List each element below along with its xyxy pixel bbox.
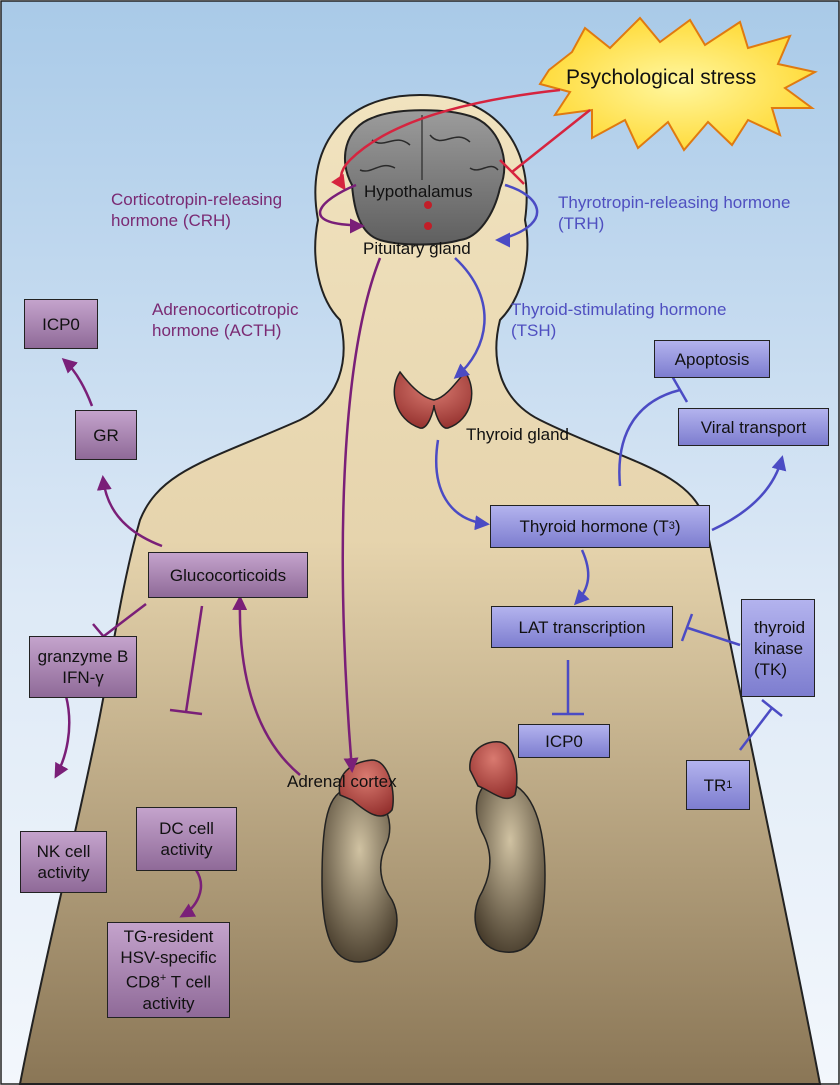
tr1-subscript: 1 <box>726 775 732 796</box>
nk-line1: NK cell <box>37 841 91 862</box>
icp0-box-gr: ICP0 <box>24 299 98 349</box>
tk-line3: (TK) <box>754 659 787 680</box>
stress-label: Psychological stress <box>566 66 756 90</box>
pituitary-gland-label: Pituitary gland <box>363 238 471 259</box>
glucocorticoids-box: Glucocorticoids <box>148 552 308 598</box>
crh-label-line2: hormone (CRH) <box>111 210 282 231</box>
thyroid-kinase-box: thyroid kinase (TK) <box>741 599 815 697</box>
nk-cell-activity-box: NK cell activity <box>20 831 107 893</box>
hypothalamus-label: Hypothalamus <box>364 181 473 202</box>
acth-label-line1: Adrenocorticotropic <box>152 299 298 320</box>
tg-resident-box: TG-resident HSV-specific CD8+ T cell act… <box>107 922 230 1018</box>
tg-line2: HSV-specific <box>120 947 216 968</box>
crh-label: Corticotropin-releasing hormone (CRH) <box>111 189 282 231</box>
lat-transcription-box: LAT transcription <box>491 606 673 648</box>
icp0-box-lat: ICP0 <box>518 724 610 758</box>
thyroid-gland-label: Thyroid gland <box>466 424 569 445</box>
trh-label-line2: (TRH) <box>558 213 790 234</box>
trh-label: Thyrotropin-releasing hormone (TRH) <box>558 192 790 234</box>
tk-line1: thyroid <box>754 617 805 638</box>
ifn-gamma-label: IFN-γ <box>62 667 104 688</box>
granzyme-box: granzyme B IFN-γ <box>29 636 137 698</box>
dc-cell-activity-box: DC cell activity <box>136 807 237 871</box>
tr1-label: TR <box>704 775 727 796</box>
dc-line2: activity <box>161 839 213 860</box>
acth-label: Adrenocorticotropic hormone (ACTH) <box>152 299 298 341</box>
trh-label-line1: Thyrotropin-releasing hormone <box>558 192 790 213</box>
adrenal-cortex-label: Adrenal cortex <box>287 771 397 792</box>
tk-line2: kinase <box>754 638 803 659</box>
viral-transport-box: Viral transport <box>678 408 829 446</box>
crh-label-line1: Corticotropin-releasing <box>111 189 282 210</box>
t-cell-label: T cell <box>166 973 211 992</box>
tg-line4: activity <box>143 993 195 1014</box>
apoptosis-box: Apoptosis <box>654 340 770 378</box>
nk-line2: activity <box>38 862 90 883</box>
dc-line1: DC cell <box>159 818 214 839</box>
tsh-label-line2: (TSH) <box>511 320 726 341</box>
granzyme-label: granzyme B <box>38 646 129 667</box>
tsh-label: Thyroid-stimulating hormone (TSH) <box>511 299 726 341</box>
gr-box: GR <box>75 410 137 460</box>
tg-line1: TG-resident <box>124 926 214 947</box>
thyroid-hormone-close: ) <box>675 516 681 537</box>
tsh-label-line1: Thyroid-stimulating hormone <box>511 299 726 320</box>
acth-label-line2: hormone (ACTH) <box>152 320 298 341</box>
tg-line3: CD8+ T cell <box>126 968 211 993</box>
thyroid-hormone-label: Thyroid hormone (T <box>519 516 668 537</box>
cd8-label: CD8 <box>126 973 160 992</box>
